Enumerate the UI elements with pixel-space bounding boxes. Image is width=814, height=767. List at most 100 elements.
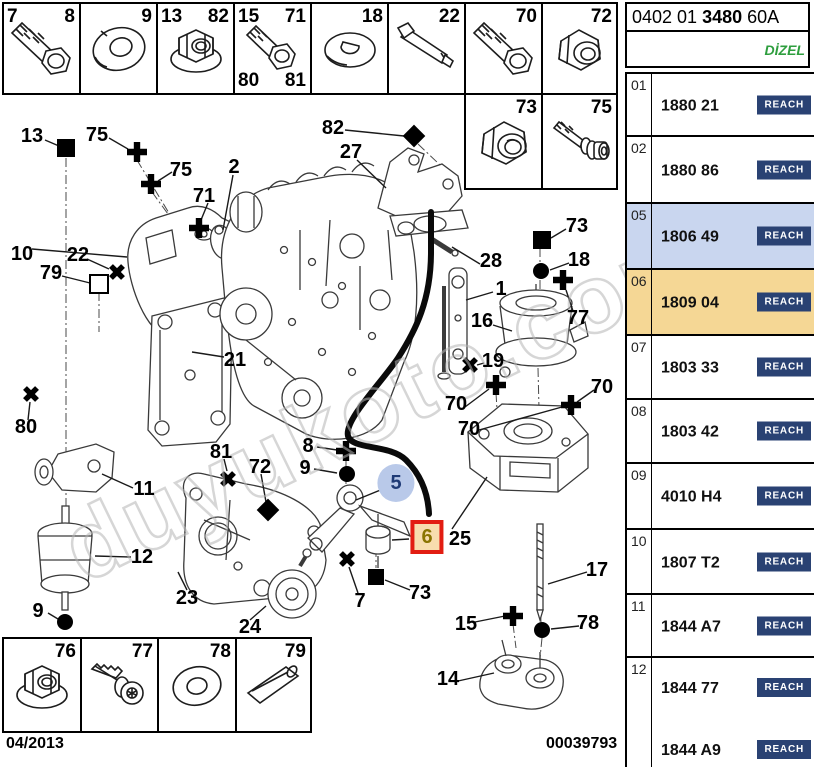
part-row-12[interactable]: 12 1844 77 REACH 1844 A9 REACH xyxy=(627,658,814,767)
reach-button[interactable]: REACH xyxy=(757,226,811,246)
cell-label: 81 xyxy=(284,70,306,91)
part-number: 1803 42 xyxy=(661,423,719,441)
part-number: 1803 33 xyxy=(661,359,719,377)
part-row-08[interactable]: 08 1803 42 REACH xyxy=(627,400,814,464)
row-index: 07 xyxy=(627,336,652,398)
flange-nut-icon xyxy=(169,28,222,73)
part-number: 1809 04 xyxy=(661,294,719,312)
reach-button[interactable]: REACH xyxy=(757,292,811,312)
cell-label: 9 xyxy=(141,6,152,27)
lock-nut-icon xyxy=(480,120,527,165)
catalog-subtitle: DİZEL xyxy=(764,42,805,58)
document-number: 00039793 xyxy=(546,735,618,752)
cell-label: 79 xyxy=(284,641,306,662)
cell-label: 70 xyxy=(515,6,537,27)
parts-list-panel: 0402 01 3480 60A DİZEL 01 1880 21 REACH … xyxy=(625,0,814,767)
cell-label: 82 xyxy=(207,6,229,27)
fastener-cell-18[interactable]: 18 xyxy=(310,2,389,95)
row-index: 12 xyxy=(627,658,652,767)
fastener-cell-78[interactable]: 78 xyxy=(157,637,237,733)
fastener-cell-15-71-80-81[interactable]: 15 71 80 81 xyxy=(233,2,312,95)
catalog-header: 0402 01 3480 60A DİZEL xyxy=(625,2,810,68)
cell-label: 13 xyxy=(161,6,183,27)
row-index: 06 xyxy=(627,270,652,334)
part-row-02[interactable]: 02 1880 86 REACH xyxy=(627,137,814,204)
row-index: 09 xyxy=(627,464,652,528)
reach-button[interactable]: REACH xyxy=(757,678,811,697)
part-row-07[interactable]: 07 1803 33 REACH xyxy=(627,336,814,400)
flat-washer-icon xyxy=(168,661,226,711)
cup-washer-icon xyxy=(87,21,150,76)
reach-button[interactable]: REACH xyxy=(757,616,811,635)
part-number: 1844 77 xyxy=(661,680,719,697)
cell-label: 75 xyxy=(590,97,612,118)
cell-label: 18 xyxy=(361,6,383,27)
fastener-cell-76[interactable]: 76 xyxy=(2,637,82,733)
code-main: 3480 xyxy=(702,6,743,27)
part-number: 1806 49 xyxy=(661,228,719,246)
cell-label: 7 xyxy=(7,6,18,27)
cell-label: 80 xyxy=(238,70,260,91)
date-stamp: 04/2013 xyxy=(6,735,64,752)
fastener-cell-79[interactable]: 79 xyxy=(235,637,312,733)
flange-nut-icon xyxy=(16,665,68,709)
fastener-cell-22[interactable]: 22 xyxy=(387,2,466,95)
hex-bolt-icon xyxy=(472,21,533,75)
fastener-cell-75[interactable]: 75 xyxy=(541,93,618,190)
reach-button[interactable]: REACH xyxy=(757,552,811,571)
part-row-09[interactable]: 09 4010 H4 REACH xyxy=(627,464,814,530)
row-index: 05 xyxy=(627,204,652,268)
part-number: 1807 T2 xyxy=(661,553,720,571)
socket-bolt-icon xyxy=(552,120,610,160)
fastener-cell-72[interactable]: 72 xyxy=(541,2,618,95)
part-row-01[interactable]: 01 1880 21 REACH xyxy=(627,74,814,137)
cell-label: 8 xyxy=(64,6,75,27)
hex-bolt-icon xyxy=(10,21,71,75)
d-washer-icon xyxy=(323,31,376,68)
part-row-10[interactable]: 10 1807 T2 REACH xyxy=(627,530,814,595)
reach-button[interactable]: REACH xyxy=(757,421,811,441)
short-bolt-icon xyxy=(245,24,296,70)
part-entry: 1844 A9 REACH xyxy=(652,726,814,767)
fastener-cell-13-82[interactable]: 13 82 xyxy=(156,2,235,95)
dome-nut-icon xyxy=(557,28,601,71)
fastener-cell-73[interactable]: 73 xyxy=(464,93,543,190)
parts-table: 01 1880 21 REACH 02 1880 86 REACH 05 180… xyxy=(625,72,814,767)
row-index: 08 xyxy=(627,400,652,462)
cell-label: 78 xyxy=(209,641,231,662)
fastener-cell-7-8[interactable]: 7 8 xyxy=(2,2,81,95)
part-number: 1844 A9 xyxy=(661,742,721,759)
row-index: 02 xyxy=(627,137,652,202)
exploded-diagram: duyukoto.com 137575712822710227921281167… xyxy=(2,2,727,752)
diagram-line-art xyxy=(18,124,595,710)
fastener-cell-70[interactable]: 70 xyxy=(464,2,543,95)
part-row-11[interactable]: 11 1844 A7 REACH xyxy=(627,595,814,658)
row-index: 01 xyxy=(627,74,652,135)
code-prefix: 0402 01 xyxy=(632,6,703,27)
cell-label: 73 xyxy=(515,97,537,118)
cell-label: 71 xyxy=(284,6,306,27)
fastener-cell-77[interactable]: 77 xyxy=(80,637,159,733)
cell-label: 77 xyxy=(131,641,153,662)
catalog-code: 0402 01 3480 60A xyxy=(627,4,808,32)
part-number: 4010 H4 xyxy=(661,488,722,506)
cell-label: 22 xyxy=(438,6,460,27)
cell-label: 15 xyxy=(238,6,260,27)
fastener-cell-9[interactable]: 9 xyxy=(79,2,158,95)
row-index: 10 xyxy=(627,530,652,593)
long-stud-icon xyxy=(396,21,454,68)
part-row-06[interactable]: 06 1809 04 REACH xyxy=(627,270,814,336)
part-number: 1844 A7 xyxy=(661,617,721,635)
reach-button[interactable]: REACH xyxy=(757,357,811,377)
cell-label: 72 xyxy=(590,6,612,27)
reach-button[interactable]: REACH xyxy=(757,95,811,114)
cell-label: 76 xyxy=(54,641,76,662)
reach-button[interactable]: REACH xyxy=(757,486,811,506)
part-number: 1880 86 xyxy=(661,161,719,179)
reach-button[interactable]: REACH xyxy=(757,160,811,179)
part-entry: 1844 77 REACH xyxy=(652,664,814,714)
reach-button[interactable]: REACH xyxy=(757,740,811,759)
part-row-05[interactable]: 05 1806 49 REACH xyxy=(627,204,814,270)
roll-pin-icon xyxy=(246,663,300,704)
